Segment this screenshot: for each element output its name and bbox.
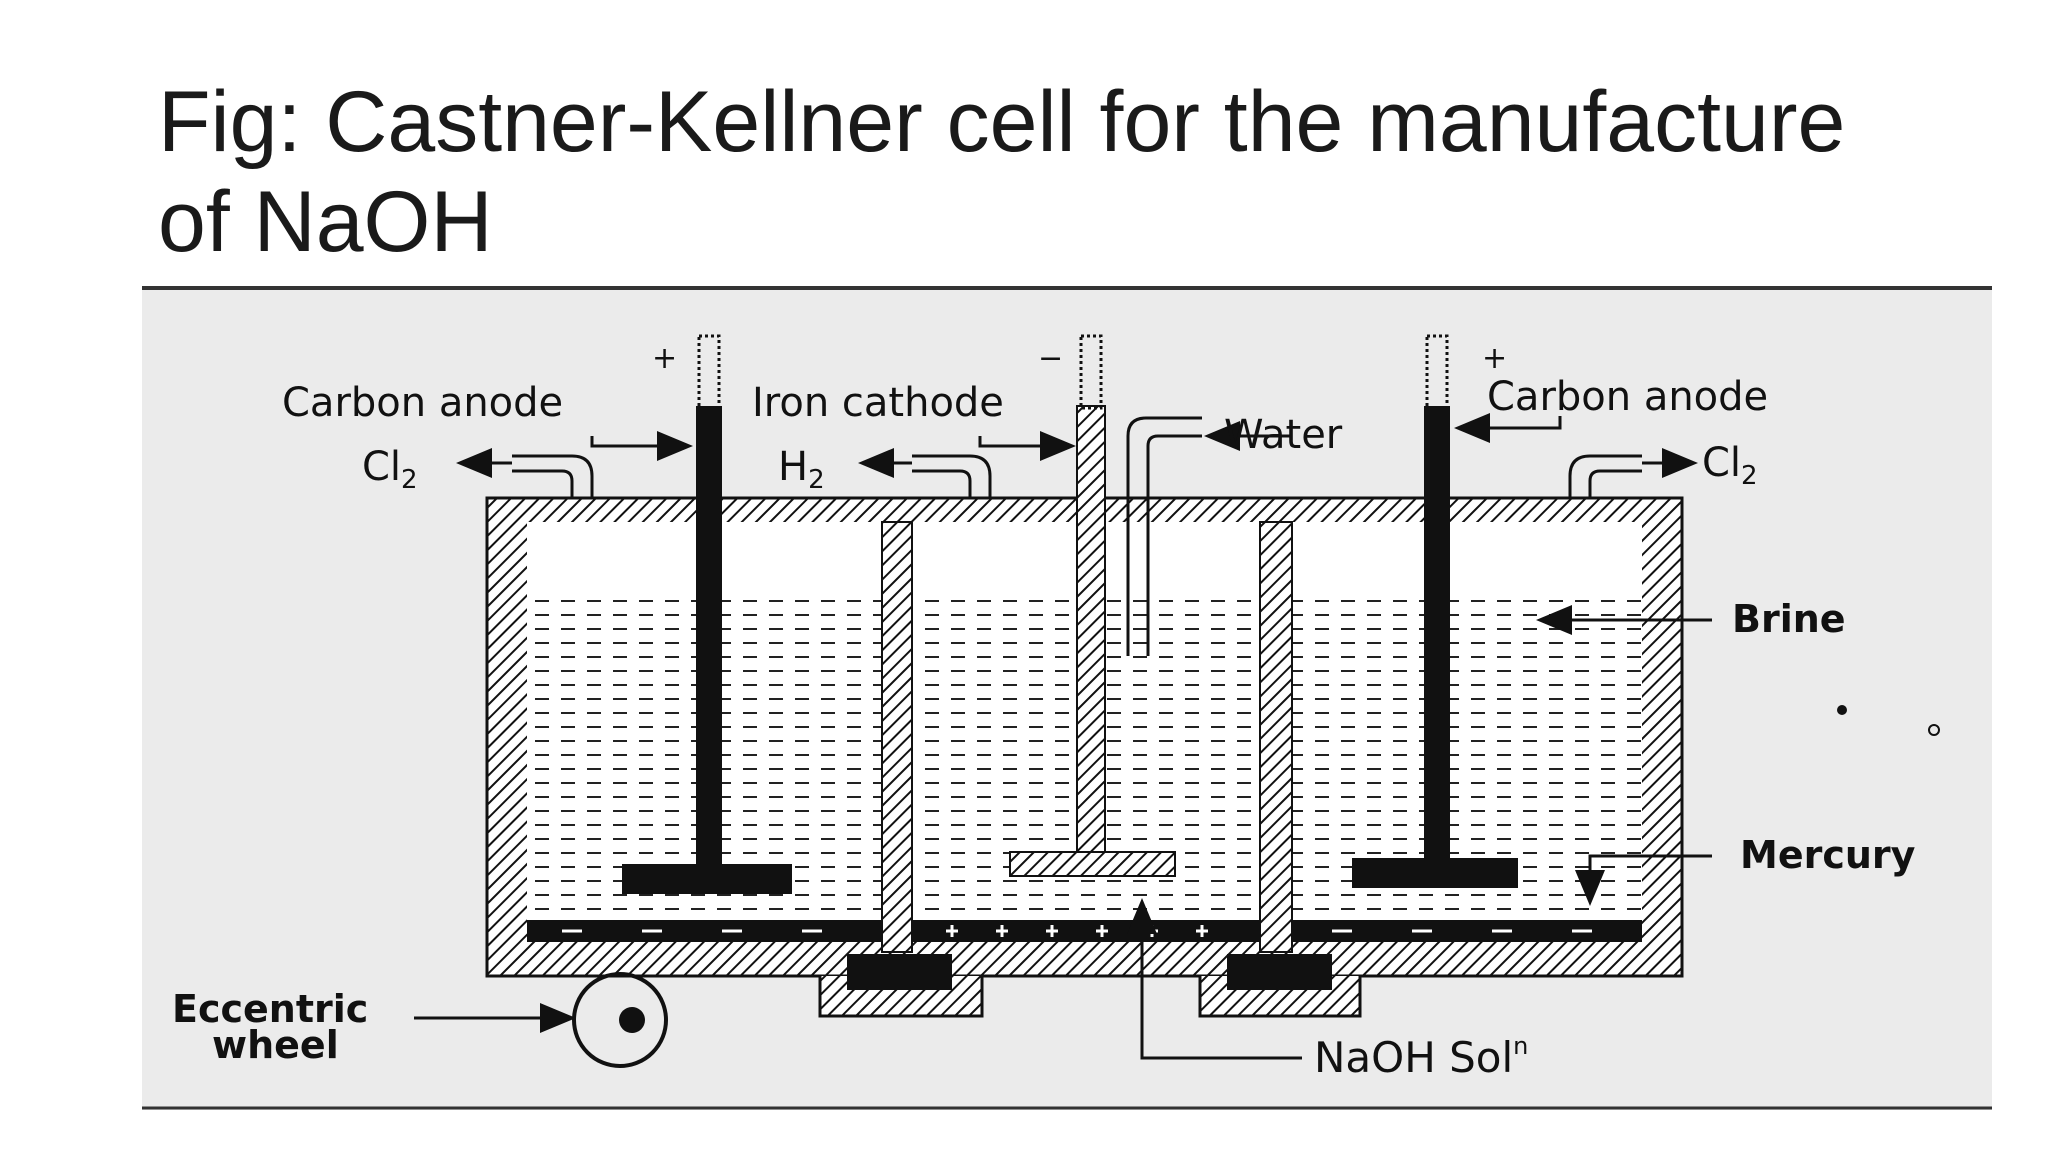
title-line-1: Fig: Castner-Kellner cell for the manufa… <box>158 74 1846 170</box>
mercury-label: Mercury <box>1740 833 1916 877</box>
diagram-arrows <box>414 413 1712 1060</box>
dot-marker <box>1928 724 1940 736</box>
plus-label-right: + <box>1482 341 1507 376</box>
mercury-left <box>527 920 882 942</box>
eccentric-wheel <box>572 972 668 1068</box>
carbon-anode-left-label: Carbon anode <box>282 380 563 426</box>
carbon-anode-right <box>1352 334 1518 888</box>
cl2-right-label: Cl2 <box>1702 440 1758 491</box>
mercury-right <box>1292 920 1642 942</box>
plus-label-left: + <box>652 341 677 376</box>
eccentric-wheel-label-1: Eccentric <box>172 987 368 1031</box>
gas-pipes <box>512 416 1642 656</box>
dot-marker <box>1837 705 1847 715</box>
mercury-charges <box>562 925 1592 937</box>
minus-label-cathode: − <box>1038 341 1063 376</box>
carbon-anode-right-label: Carbon anode <box>1487 374 1768 420</box>
carbon-anode-left <box>622 334 792 894</box>
h2-label: H2 <box>778 444 825 495</box>
mercury-middle <box>912 920 1260 942</box>
brine-label: Brine <box>1732 597 1846 641</box>
iron-cathode-label: Iron cathode <box>752 380 1004 426</box>
slide-title: Fig: Castner-Kellner cell for the manufa… <box>158 72 1958 272</box>
partition-right <box>1259 521 1293 953</box>
eccentric-wheel-label-2: wheel <box>212 1023 339 1067</box>
partition-left <box>881 521 913 953</box>
cl2-left-label: Cl2 <box>362 444 418 495</box>
naoh-solution-label: NaOH Soln <box>1314 1032 1528 1082</box>
water-label: Water <box>1224 412 1343 458</box>
diagram-svg: + − + Carbon anode Iron cathode Carbon a… <box>142 286 1992 1110</box>
castner-kellner-diagram: + − + Carbon anode Iron cathode Carbon a… <box>142 286 1992 1110</box>
title-line-2: of NaOH <box>158 174 493 270</box>
iron-cathode <box>1009 334 1176 877</box>
